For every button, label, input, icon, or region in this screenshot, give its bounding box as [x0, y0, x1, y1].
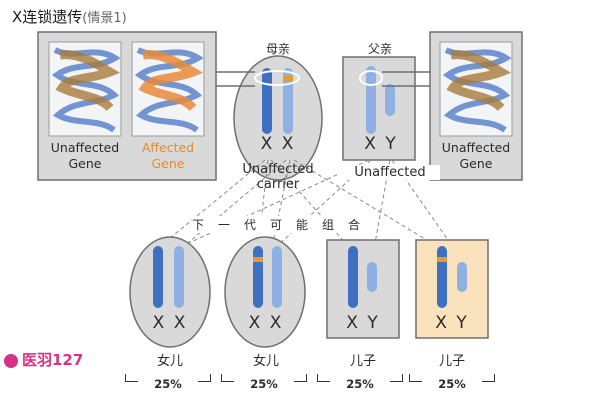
father-status: Unaffected	[340, 165, 440, 180]
watermark-icon	[4, 353, 18, 368]
unaffected-gene-image	[48, 41, 122, 137]
father-chromosomes: X Y	[364, 134, 398, 154]
child4-percent: 25%	[422, 377, 482, 391]
child1-oval	[129, 236, 211, 348]
affected-gene-label-line2: Gene	[151, 156, 185, 171]
unaffected-gene-label-line1: Unaffected	[50, 140, 120, 155]
affected-gene-image	[131, 41, 205, 137]
affected-gene-label-line1: Affected	[141, 140, 195, 155]
child1-percent: 25%	[138, 377, 198, 391]
child3-label: 儿子	[349, 354, 376, 369]
child2-percent: 25%	[234, 377, 294, 391]
mother-status: Unaffected carrier	[228, 162, 328, 192]
mother-status-line2: carrier	[256, 177, 300, 192]
child2-label: 女儿	[252, 354, 279, 369]
mother-gene-highlight	[254, 70, 300, 86]
father-y	[385, 84, 395, 116]
father-x	[366, 66, 376, 134]
next-generation-label: 下一代可能组合	[192, 216, 375, 233]
child4-chromosomes: X Y	[435, 313, 469, 333]
child3-chromosomes: X Y	[346, 313, 380, 333]
right-unaffected-gene-label: Unaffected Gene	[435, 140, 517, 172]
child2-chromosomes: X X	[248, 313, 284, 333]
mother-x1	[262, 68, 272, 134]
child1-label: 女儿	[156, 354, 183, 369]
child4-label: 儿子	[438, 354, 465, 369]
affected-gene-label: Affected Gene	[127, 140, 209, 172]
child1-chromosomes: X X	[152, 313, 188, 333]
page-title: X连锁遗传(情景1)	[12, 6, 127, 27]
mother-status-line1: Unaffected	[242, 162, 314, 177]
title-main: X连锁遗传	[12, 8, 83, 26]
child3-percent: 25%	[330, 377, 390, 391]
child4-panel	[415, 239, 489, 339]
mother-chromosomes: X X	[260, 134, 296, 154]
title-sub: (情景1)	[82, 11, 127, 26]
unaffected-gene-image-right	[439, 41, 513, 137]
mother-affected-band	[283, 76, 293, 81]
mother-label: 母亲	[265, 42, 290, 56]
unaffected-gene-label: Unaffected Gene	[44, 140, 126, 172]
watermark-text: 医羽127	[22, 351, 84, 369]
child2-oval	[224, 236, 306, 348]
right-gene-label-line1: Unaffected	[441, 140, 511, 155]
mother-oval	[233, 55, 323, 181]
unaffected-gene-label-line2: Gene	[68, 156, 102, 171]
child3-panel	[326, 239, 400, 339]
watermark-logo: 医羽127	[4, 349, 83, 370]
father-label: 父亲	[367, 42, 392, 56]
father-gene-highlight	[359, 70, 383, 86]
right-gene-label-line2: Gene	[459, 156, 493, 171]
